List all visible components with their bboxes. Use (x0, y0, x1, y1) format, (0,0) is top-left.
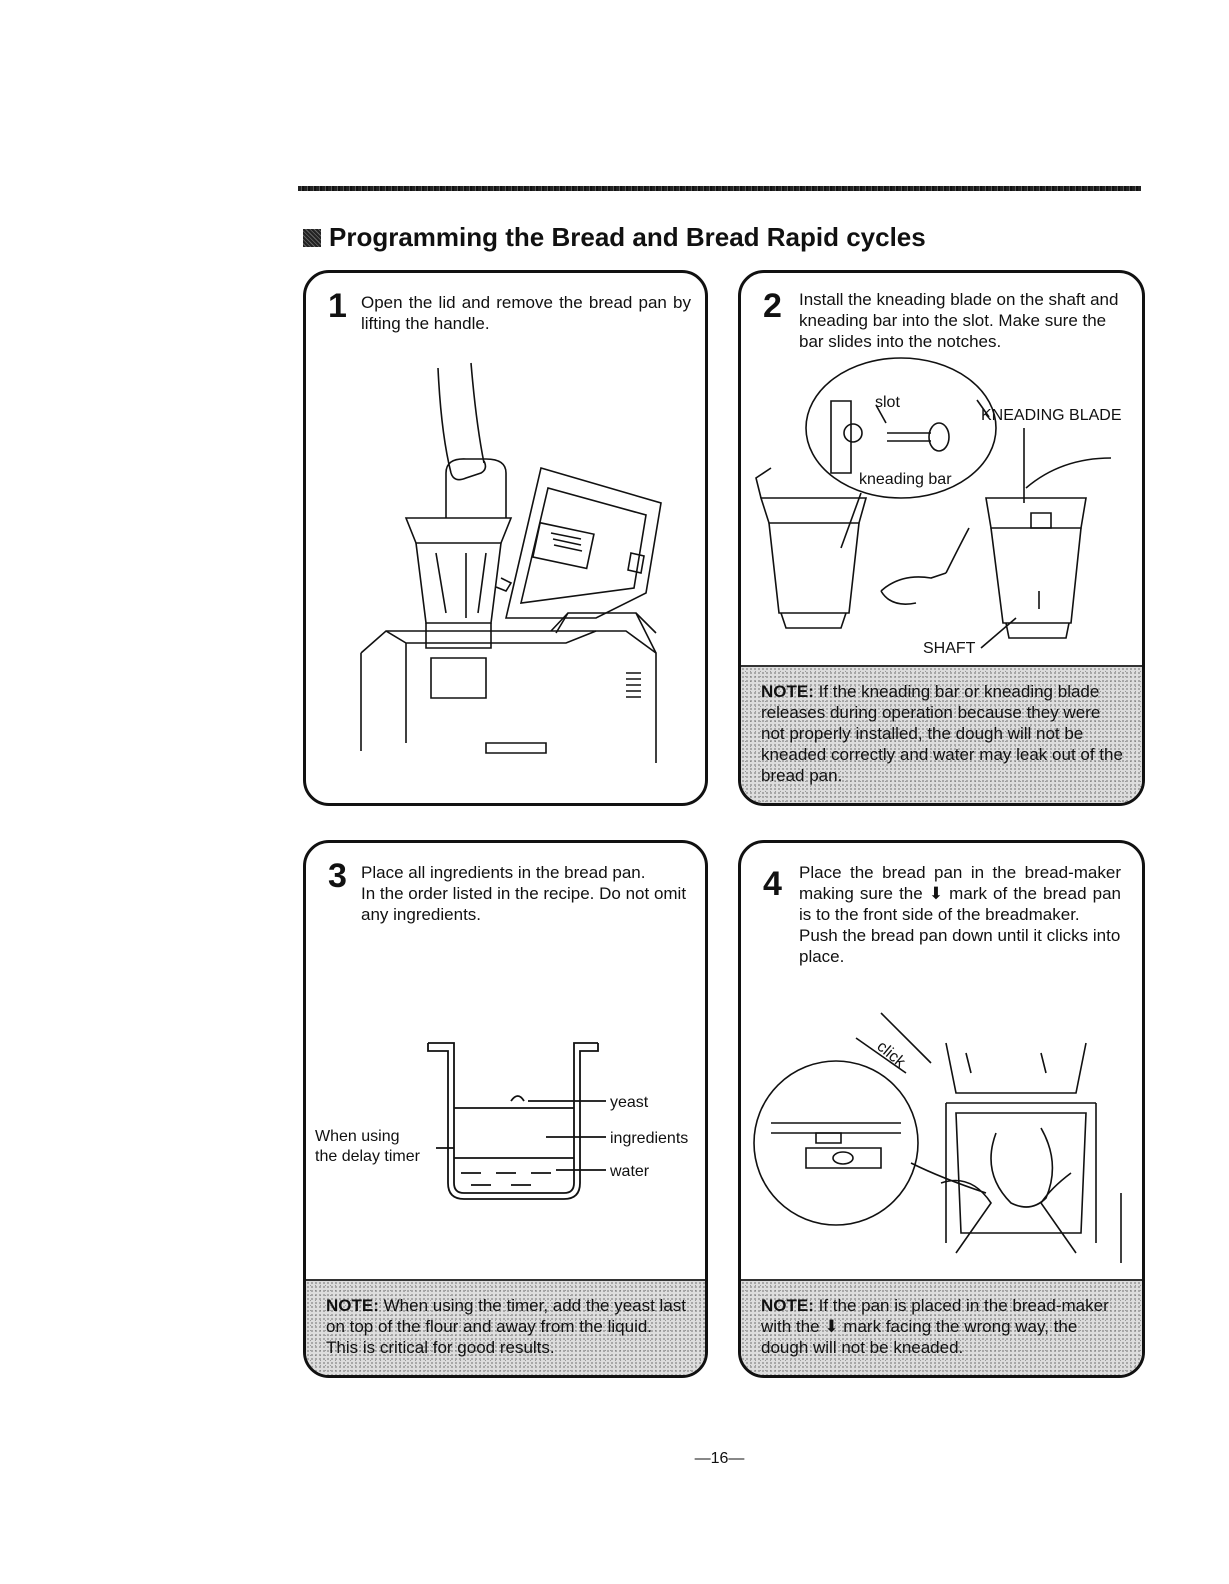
click-label: click (873, 1038, 909, 1072)
step-2-number: 2 (763, 287, 782, 325)
step-3-number: 3 (328, 857, 347, 895)
kneading-blade-label: KNEADING BLADE (981, 407, 1121, 424)
step-4-text: Place the bread pan in the bread-maker m… (799, 862, 1121, 967)
step-4-text-a: Place the bread pan in the bread-maker m… (799, 863, 1121, 903)
step-2-note: NOTE: If the kneading bar or kneading bl… (741, 665, 1142, 803)
kneading-blade-illustration: slot kneading bar KNEADING BLADE SHAFT (755, 357, 1121, 657)
step-4-text-b: mark of the bread pan is to the front si… (799, 884, 1121, 924)
step-4-line-2: Push the bread pan down until it clicks … (799, 926, 1121, 966)
delay-timer-label-1: When using (315, 1128, 400, 1145)
square-bullet-icon (303, 228, 321, 247)
step-4-note: NOTE: If the pan is placed in the bread-… (741, 1279, 1142, 1375)
page-number: —16— (694, 1450, 745, 1467)
arrow-mark-icon: ⬇ (824, 1317, 839, 1336)
step-3-line-2: In the order listed in the recipe. Do no… (361, 884, 687, 924)
bread-pan-removal-illustration (360, 362, 662, 763)
note-text: If the kneading bar or kneading blade re… (761, 682, 1123, 785)
pan-insertion-illustration: click (753, 1012, 1122, 1263)
step-4-panel: 4 Place the bread pan in the bread-maker… (738, 840, 1145, 1378)
note-label: NOTE: (761, 682, 814, 701)
yeast-label: yeast (610, 1094, 649, 1111)
step-4-number: 4 (763, 865, 782, 903)
page-title: Programming the Bread and Bread Rapid cy… (329, 222, 926, 252)
header-rule (298, 186, 1141, 191)
step-3-text: Place all ingredients in the bread pan. … (361, 862, 696, 925)
slot-label: slot (875, 394, 900, 411)
ingredients-label: ingredients (610, 1130, 688, 1147)
step-1-panel: 1 Open the lid and remove the bread pan … (303, 270, 708, 806)
arrow-mark-icon: ⬇ (928, 884, 944, 903)
step-3-panel: 3 Place all ingredients in the bread pan… (303, 840, 708, 1378)
step-1-number: 1 (328, 287, 347, 325)
note-label: NOTE: (761, 1296, 814, 1315)
step-3-note: NOTE: When using the timer, add the yeas… (306, 1279, 705, 1375)
note-label: NOTE: (326, 1296, 379, 1315)
note-text-b: mark facing the wrong way, the dough wil… (761, 1317, 1078, 1357)
water-label: water (609, 1163, 650, 1180)
step-1-text: Open the lid and remove the bread pan by… (361, 293, 691, 333)
note-text: When using the timer, add the yeast last… (326, 1296, 687, 1357)
kneading-bar-label: kneading bar (859, 471, 952, 488)
step-3-line-1: Place all ingredients in the bread pan. (361, 863, 646, 882)
section-title: Programming the Bread and Bread Rapid cy… (303, 222, 926, 253)
note-text-a: If the pan is placed in the bread-maker … (761, 1296, 1109, 1336)
shaft-label: SHAFT (923, 640, 976, 657)
step-2-text: Install the kneading blade on the shaft … (799, 290, 1119, 351)
ingredients-order-diagram: yeast ingredients water When using the d… (315, 1042, 688, 1200)
delay-timer-label-2: the delay timer (315, 1148, 421, 1165)
step-2-panel: 2 Install the kneading blade on the shaf… (738, 270, 1145, 806)
